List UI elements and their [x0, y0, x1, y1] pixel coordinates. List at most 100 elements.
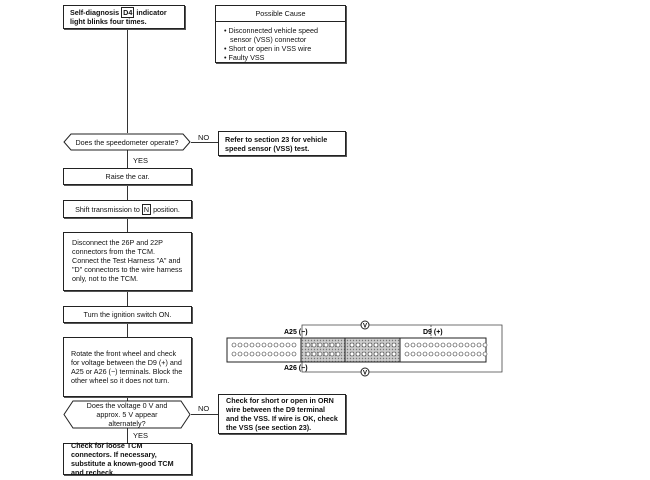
no-label: NO — [198, 133, 210, 142]
connector-pin — [416, 342, 422, 348]
svg-text:V: V — [363, 371, 367, 377]
connector-pin — [391, 351, 397, 357]
start-text-after: indicator light blinks four times. — [70, 8, 167, 26]
action-text: Check for short or open in ORN wire betw… — [226, 396, 338, 432]
connector-pin — [440, 351, 446, 357]
no-line — [191, 414, 218, 415]
connector-pin — [279, 351, 285, 357]
connector-pin — [249, 351, 255, 357]
connector-pin — [410, 351, 416, 357]
connector-pin — [452, 342, 458, 348]
connector-pin — [446, 351, 452, 357]
flow-line — [127, 184, 128, 200]
connector-pin — [482, 342, 488, 348]
connector-pin — [237, 342, 243, 348]
connector-pin — [440, 342, 446, 348]
connector-pin — [243, 342, 249, 348]
connector-pin — [267, 342, 273, 348]
no-label: NO — [198, 404, 210, 413]
connector-pin — [305, 351, 311, 357]
indicator-label: D4 — [121, 7, 135, 18]
connector-pin — [476, 342, 482, 348]
connector-pins — [231, 342, 488, 357]
connector-pin — [458, 351, 464, 357]
connector-pin — [404, 342, 410, 348]
connector-pin — [231, 351, 237, 357]
rotate-box: Rotate the front wheel and check for vol… — [63, 337, 192, 397]
start-text: Self-diagnosis — [70, 8, 120, 17]
connector-pin — [261, 351, 267, 357]
connector-pin — [267, 351, 273, 357]
connector-pin — [373, 342, 379, 348]
yes-label: YES — [133, 431, 149, 440]
connector-pin — [285, 342, 291, 348]
voltmeter-icon-top: V — [360, 320, 370, 330]
no-line — [191, 142, 218, 143]
a26-label: A26 (−) — [284, 365, 308, 372]
connector-pin — [367, 351, 373, 357]
step-text: Check for loose TCM connectors. If neces… — [71, 441, 174, 477]
connector-a — [226, 337, 302, 363]
start-box: Self-diagnosis D4 indicator light blinks… — [63, 5, 185, 29]
flow-line — [127, 217, 128, 232]
connector-pin — [410, 342, 416, 348]
connector-diagram: V V A25 (−) D9 (+) A26 (−) — [226, 320, 503, 377]
connector-pin — [361, 342, 367, 348]
connector-pin — [311, 351, 317, 357]
disconnect-box: Disconnect the 26P and 22P connectors fr… — [63, 232, 192, 291]
step-text: Turn the ignition switch ON. — [83, 310, 172, 319]
connector-pin — [323, 351, 329, 357]
connector-pin — [349, 342, 355, 348]
yes-label: YES — [133, 156, 149, 165]
decision-voltage: Does the voltage 0 V and approx. 5 V app… — [63, 400, 191, 429]
connector-pin — [329, 342, 335, 348]
flow-line — [127, 28, 128, 133]
cause-item: Faulty VSS — [229, 53, 339, 62]
connector-pin — [428, 351, 434, 357]
connector-pin — [349, 351, 355, 357]
connector-shaded-2 — [344, 337, 401, 363]
connector-pin — [367, 342, 373, 348]
connector-pin — [434, 351, 440, 357]
flow-line — [127, 150, 128, 168]
connector-pin — [379, 342, 385, 348]
connector-pin — [273, 342, 279, 348]
connector-pin — [464, 342, 470, 348]
connector-pin — [255, 351, 261, 357]
connector-pin — [379, 351, 385, 357]
gear-label: N — [141, 203, 152, 215]
connector-pin — [243, 351, 249, 357]
connector-pin — [317, 351, 323, 357]
connector-pin — [470, 342, 476, 348]
connector-pin — [355, 351, 361, 357]
connector-pin — [404, 351, 410, 357]
connector-pin — [273, 351, 279, 357]
step-text: Rotate the front wheel and check for vol… — [71, 349, 183, 385]
voltmeter-icon-bottom: V — [360, 367, 370, 377]
decision-speedometer: Does the speedometer operate? — [63, 133, 191, 151]
connector-pin — [422, 351, 428, 357]
step-text: Shift transmission to — [75, 204, 140, 214]
meter-wire-top — [301, 324, 503, 373]
connector-pin — [416, 351, 422, 357]
connector-pin — [329, 351, 335, 357]
connector-pin — [335, 351, 341, 357]
connector-pin — [452, 351, 458, 357]
connector-pin — [335, 342, 341, 348]
decision-text: Does the speedometer operate? — [75, 137, 179, 147]
possible-cause-title: Possible Cause — [216, 6, 345, 22]
flow-line — [127, 290, 128, 306]
shift-box: Shift transmission to N position. — [63, 200, 192, 218]
cause-item: Disconnected vehicle speed sensor (VSS) … — [229, 26, 339, 44]
connector-pin — [482, 351, 488, 357]
possible-cause-list: Disconnected vehicle speed sensor (VSS) … — [216, 22, 345, 62]
decision-text: Does the voltage 0 V and approx. 5 V app… — [86, 401, 168, 428]
step-text-after: position. — [153, 204, 180, 214]
connector-pin — [373, 351, 379, 357]
connector-pin — [434, 342, 440, 348]
connector-shaded-1 — [300, 337, 346, 363]
action-text: Refer to section 23 for vehicle speed se… — [225, 134, 328, 153]
orn-wire-box: Check for short or open in ORN wire betw… — [218, 394, 346, 434]
flow-line — [127, 428, 128, 443]
flow-line — [127, 396, 128, 401]
